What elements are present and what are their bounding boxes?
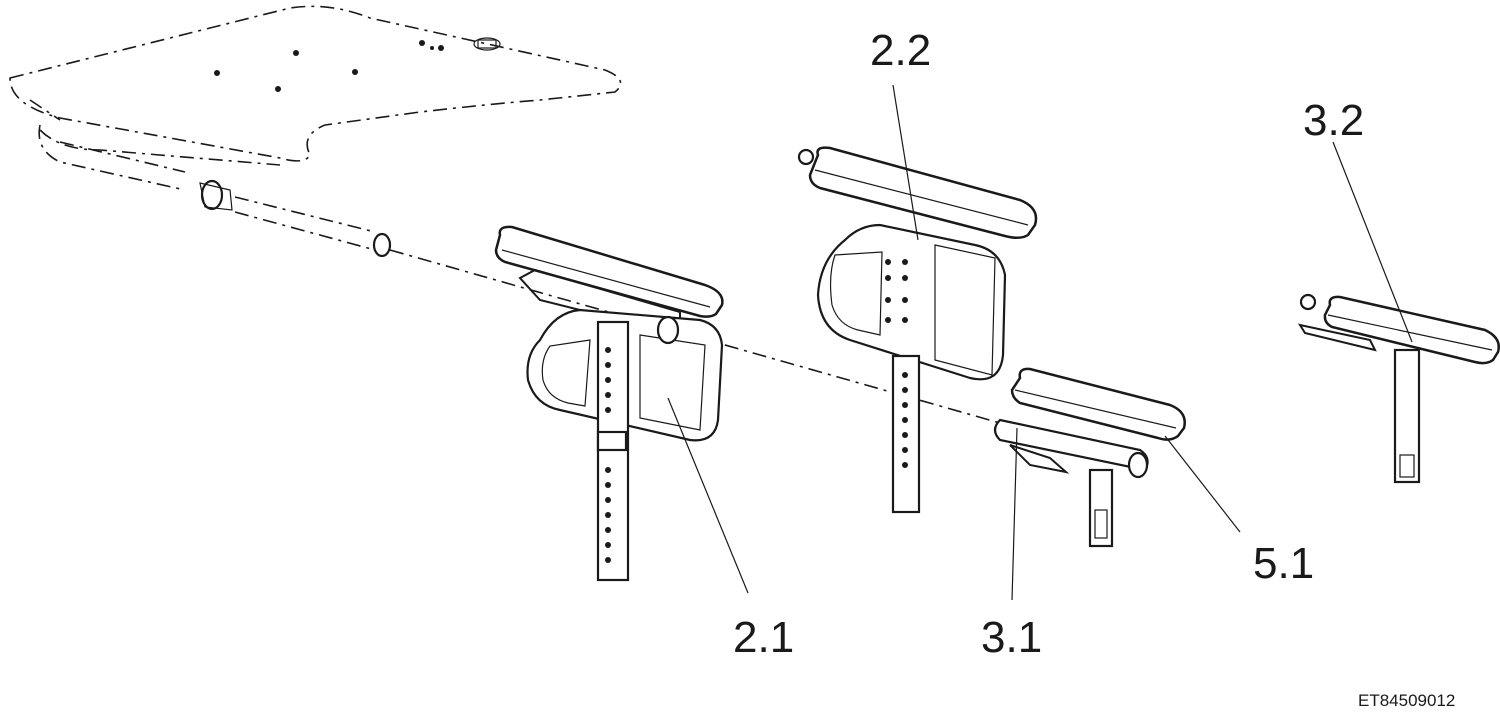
armrest-short-3-1 — [993, 367, 1186, 548]
frame-tube-phantom — [38, 124, 1061, 441]
callout-5-1: 5.1 — [1253, 539, 1314, 588]
armrest-3-2 — [1297, 293, 1500, 484]
seat-plate-phantom — [9, 5, 622, 166]
leader-lines — [667, 84, 1413, 601]
callout-3-2: 3.2 — [1303, 96, 1364, 145]
leader-2-1 — [667, 397, 749, 594]
drawing-code: ET84509012 — [1358, 691, 1455, 710]
leader-2-2 — [892, 84, 919, 241]
callout-3-1: 3.1 — [981, 613, 1042, 662]
callout-2-1: 2.1 — [733, 613, 794, 662]
leader-3-1 — [1011, 427, 1018, 601]
leader-5-1 — [1164, 435, 1241, 533]
armrest-with-side-panel-2-1 — [494, 225, 724, 582]
leader-3-2 — [1332, 141, 1413, 343]
armrest-with-side-panel-2-2 — [797, 146, 1038, 514]
callout-2-2: 2.2 — [870, 26, 931, 75]
